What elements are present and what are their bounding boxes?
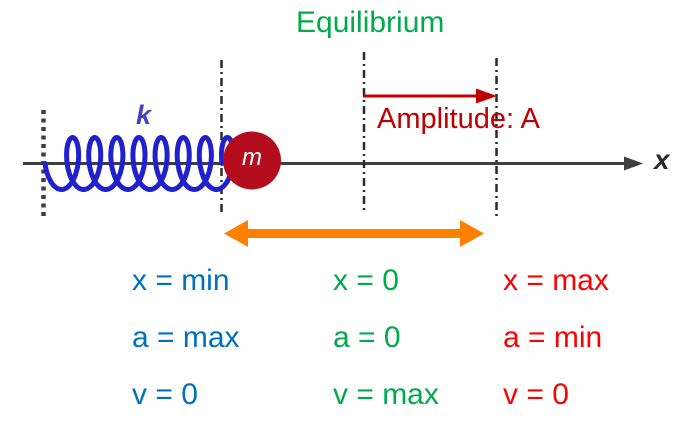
x-axis-arrowhead-icon xyxy=(624,156,643,171)
condition-x-min: x = min xyxy=(132,264,230,297)
mass-label: m xyxy=(242,144,262,171)
condition-v-max: v = max xyxy=(333,378,439,411)
condition-a-min: a = min xyxy=(503,321,603,354)
oscillation-arrowhead-right-icon xyxy=(460,220,484,247)
condition-a-max: a = max xyxy=(132,321,240,354)
condition-a-zero: a = 0 xyxy=(333,321,401,354)
oscillation-arrowhead-left-icon xyxy=(224,220,248,247)
condition-x-zero: x = 0 xyxy=(333,264,399,297)
spring-constant-label: k xyxy=(136,100,152,130)
amplitude-label: Amplitude: A xyxy=(377,103,540,135)
amplitude-arrowhead-icon xyxy=(476,88,497,104)
equilibrium-title: Equilibrium xyxy=(296,6,445,39)
mass-circle xyxy=(223,131,281,190)
condition-x-max: x = max xyxy=(503,264,609,297)
conditions-right-extreme: x = max a = min v = 0 xyxy=(503,266,609,437)
condition-v-zero-left: v = 0 xyxy=(132,378,198,411)
condition-v-zero-right: v = 0 xyxy=(503,378,569,411)
spring-coil xyxy=(42,135,236,192)
axis-label: x xyxy=(654,144,670,175)
conditions-equilibrium: x = 0 a = 0 v = max xyxy=(333,266,439,437)
conditions-left-extreme: x = min a = max v = 0 xyxy=(132,266,240,437)
